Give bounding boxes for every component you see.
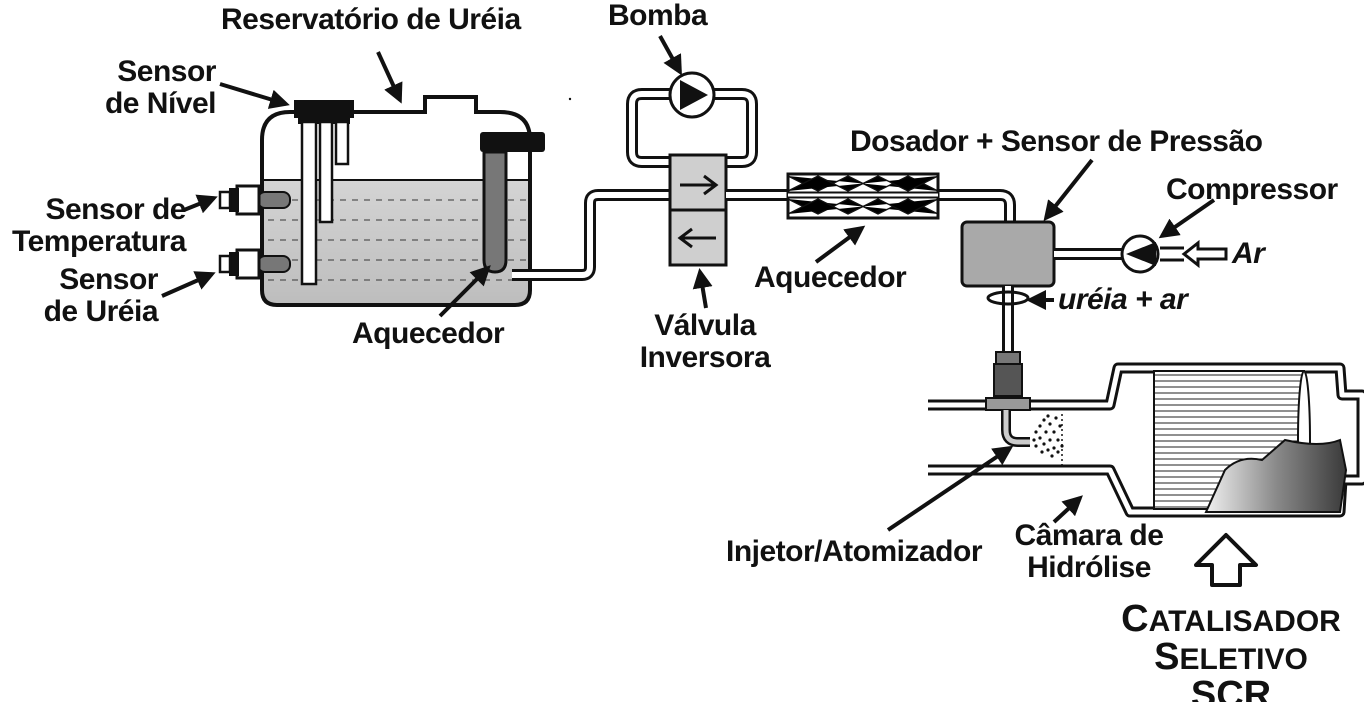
line-heater — [786, 172, 940, 220]
temperature-sensor-body — [218, 184, 291, 216]
urea-sensor-label-line1: Sensor — [59, 263, 158, 296]
chamber-label-line2: Hidrólise — [1027, 550, 1151, 584]
temperature-sensor-label: Sensor de Temperatura — [0, 193, 187, 258]
level-probe-long — [300, 120, 318, 286]
doser-label: Dosador + Sensor de Pressão — [850, 125, 1263, 158]
exhaust-assembly — [928, 351, 1364, 518]
leader-line-heater — [814, 225, 866, 264]
air-label: Ar — [1232, 237, 1265, 270]
tank-outlet-pipe — [512, 192, 670, 278]
mix-label: uréia + ar — [1058, 283, 1188, 316]
catalyst-title-line1: CATALISADOR — [1100, 600, 1362, 638]
tank-heater-label: Aquecedor — [352, 317, 505, 350]
temperature-sensor-label-line1: Sensor de — [45, 193, 186, 226]
catalyst-cutaway — [1204, 438, 1348, 513]
valve-label: Válvula Inversora — [624, 310, 786, 373]
urea-sensor-label-line2: de Uréia — [43, 294, 159, 328]
catalyst-title-line3: SCR — [1190, 674, 1272, 702]
supply-line — [726, 189, 1016, 224]
pump-loop — [626, 71, 758, 168]
level-probe-mid — [318, 120, 334, 224]
arrow-right-icon — [680, 174, 719, 196]
line-heater-label: Aquecedor — [754, 261, 907, 294]
leader-injector — [886, 445, 1014, 532]
leader-level-sensor — [219, 82, 290, 109]
tank-heater-head — [480, 132, 545, 152]
chamber-label: Câmara de Hidrólise — [1006, 520, 1172, 583]
level-sensor-label-line2: de Nível — [104, 86, 217, 120]
leader-tank-heater — [438, 265, 491, 318]
level-sensor-cap — [294, 100, 354, 118]
urea-sensor-body — [218, 248, 291, 280]
valve-label-line2: Inversora — [639, 340, 771, 374]
catalyst-line1-initial: C — [1121, 598, 1149, 640]
injector-body — [993, 363, 1023, 397]
compressor-triangle-icon — [1126, 242, 1156, 266]
leader-compressor — [1158, 198, 1216, 239]
temperature-sensor-label-line2: Temperatura — [11, 224, 187, 258]
compressor-label: Compressor — [1166, 173, 1338, 206]
catalyst-line2-initial: S — [1154, 636, 1180, 678]
leader-reservoir — [376, 51, 403, 104]
leader-doser — [1043, 158, 1094, 222]
urea-reservoir — [260, 95, 670, 307]
valve-label-line1: Válvula — [654, 309, 756, 342]
injector-label: Injetor/Atomizador — [726, 535, 983, 568]
reversing-valve — [668, 153, 728, 267]
arrow-left-icon — [677, 227, 716, 249]
doser-pressure-sensor — [960, 220, 1056, 288]
hollow-arrow-up-icon — [1194, 533, 1258, 587]
pump-triangle-icon — [680, 80, 708, 110]
level-sensor-label: Sensor de Nível — [86, 55, 217, 120]
reservoir-label: Reservatório de Uréia — [221, 3, 521, 36]
injector-flange — [985, 397, 1031, 411]
hollow-arrow-left-icon — [1181, 239, 1228, 269]
atomized-spray — [1032, 414, 1064, 458]
injector-cap — [995, 351, 1021, 365]
leader-urea-sensor — [161, 271, 216, 298]
catalyst-title-line2: SELETIVO — [1100, 638, 1362, 676]
urea-sensor-label: Sensor de Uréia — [16, 263, 159, 328]
catalyst-line1-rest: ATALISADOR — [1148, 605, 1341, 638]
injector-nozzle — [1003, 410, 1030, 445]
catalyst-title: CATALISADOR SELETIVO SCR — [1100, 600, 1362, 702]
level-sensor-label-line1: Sensor — [117, 55, 216, 88]
mix-line — [986, 286, 1030, 352]
air-line — [1054, 234, 1228, 274]
leader-temp-sensor — [183, 194, 218, 214]
leader-chamber — [1052, 495, 1083, 524]
tank-heater-element — [482, 150, 508, 274]
leader-arrows — [161, 35, 1216, 532]
level-probe-short — [334, 120, 350, 166]
catalyst-line2-rest: ELETIVO — [1179, 643, 1308, 676]
pump-label: Bomba — [608, 0, 708, 32]
chamber-label-line1: Câmara de — [1014, 519, 1164, 552]
leader-valve — [692, 268, 713, 309]
leader-pump — [658, 35, 682, 76]
